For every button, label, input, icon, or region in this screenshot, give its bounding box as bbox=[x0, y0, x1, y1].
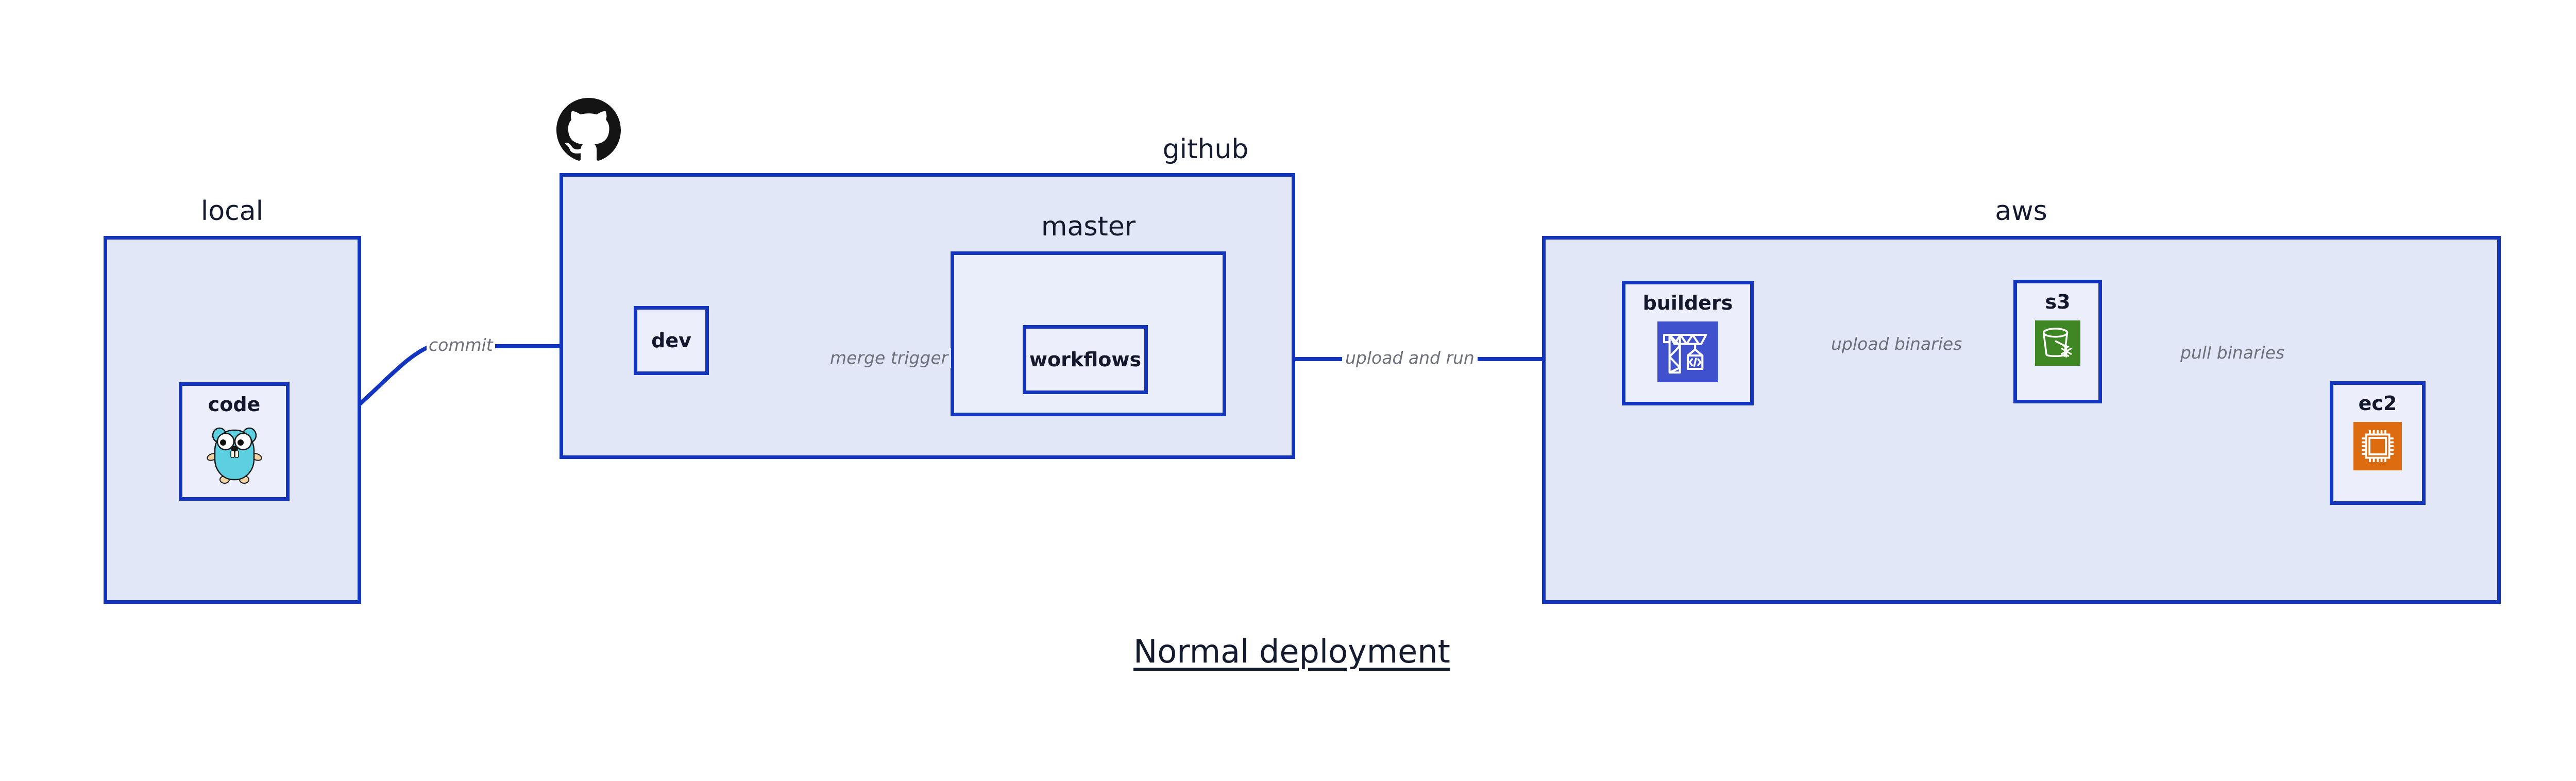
github-octocat-logo bbox=[556, 98, 621, 164]
group-label-github: github bbox=[1162, 134, 1249, 165]
node-label-workflows: workflows bbox=[1029, 348, 1142, 371]
aws-ec2-chip-icon bbox=[2353, 422, 2402, 472]
node-ec2[interactable]: ec2 bbox=[2330, 381, 2426, 505]
node-label-builders: builders bbox=[1642, 292, 1733, 314]
node-workflows[interactable]: workflows bbox=[1023, 325, 1148, 394]
node-code[interactable]: code bbox=[179, 382, 290, 501]
go-gopher-icon bbox=[206, 423, 263, 487]
node-dev[interactable]: dev bbox=[634, 306, 709, 375]
node-label-ec2: ec2 bbox=[2358, 392, 2397, 415]
edge-label-upload-binaries: upload binaries bbox=[1828, 334, 1965, 354]
aws-s3-bucket-icon bbox=[2035, 320, 2080, 368]
group-label-local: local bbox=[200, 196, 264, 227]
group-label-aws: aws bbox=[1995, 196, 2047, 227]
edge-label-upload-and-run: upload and run bbox=[1342, 348, 1478, 368]
subgroup-label-master: master bbox=[1041, 211, 1136, 242]
edge-label-commit: commit bbox=[427, 335, 495, 355]
node-s3[interactable]: s3 bbox=[2013, 280, 2102, 403]
edge-label-pull-binaries: pull binaries bbox=[2177, 343, 2288, 363]
node-label-s3: s3 bbox=[2045, 291, 2071, 313]
node-builders[interactable]: builders bbox=[1622, 281, 1754, 405]
node-label-code: code bbox=[208, 393, 261, 416]
node-label-dev: dev bbox=[651, 329, 691, 352]
edge-label-merge-trigger: merge trigger bbox=[827, 348, 952, 368]
aws-builders-crane-icon bbox=[1657, 321, 1718, 384]
diagram-title: Normal deployment bbox=[1133, 633, 1450, 670]
